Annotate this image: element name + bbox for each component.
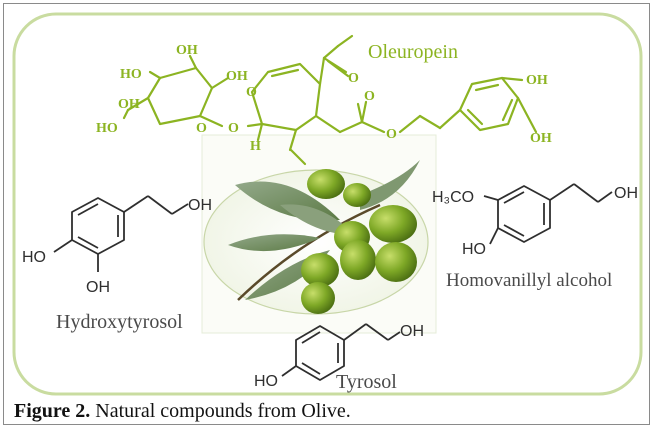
homovanillyl-name: Homovanillyl alcohol — [446, 270, 612, 291]
olive — [343, 183, 371, 207]
leaf — [360, 160, 420, 210]
homovanillyl-oh-label: OH — [614, 185, 638, 202]
oleuropein-oh-label: OH — [176, 43, 198, 58]
oleuropein-o-label: O — [364, 89, 375, 104]
homovanillyl-ho-label: HO — [462, 241, 486, 258]
hydroxytyrosol-structure — [53, 195, 189, 272]
olive — [340, 240, 376, 280]
oleuropein-name: Oleuropein — [368, 41, 458, 63]
hydroxytyrosol-name: Hydroxytyrosol — [56, 311, 183, 333]
caption-text: Natural compounds from Olive. — [90, 400, 351, 422]
oleuropein-h-label: H — [250, 139, 261, 154]
oleuropein-o-label: O — [228, 121, 239, 136]
olive — [375, 242, 417, 282]
oleuropein-ho-label: HO — [120, 67, 142, 82]
oleuropein-ho-label: HO — [96, 121, 118, 136]
hydroxytyrosol-oh-label: OH — [188, 197, 212, 214]
oleuropein-o-label: O — [196, 121, 207, 136]
tyrosol-oh-label: OH — [400, 323, 424, 340]
compounds-figure: OH HO OH OH HO O O O H O O O OH OH Oleur… — [12, 12, 643, 396]
oleuropein-oh-label: OH — [118, 97, 140, 112]
oleuropein-structure — [122, 34, 538, 166]
caption-label: Figure 2. — [14, 400, 91, 422]
tyrosol-structure — [281, 323, 401, 381]
tyrosol-name: Tyrosol — [336, 371, 397, 393]
oleuropein-o-label: O — [386, 127, 397, 142]
hydroxytyrosol-oh-label: OH — [86, 279, 110, 296]
olive — [301, 253, 339, 287]
oleuropein-o-label: O — [246, 85, 257, 100]
figure-caption: Figure 2. Natural compounds from Olive. — [14, 400, 351, 423]
olive — [307, 169, 345, 199]
olive — [301, 282, 335, 314]
oleuropein-o-label: O — [348, 71, 359, 86]
homovanillyl-structure — [483, 183, 613, 245]
leaf — [280, 204, 355, 235]
hydroxytyrosol-ho-label: HO — [22, 249, 46, 266]
olive-illustration — [201, 134, 437, 334]
olive — [369, 205, 417, 243]
oleuropein-oh-label: OH — [530, 131, 552, 146]
homovanillyl-h3co-label: H₃CO — [432, 189, 474, 206]
leaf — [228, 234, 320, 252]
oleuropein-oh-label: OH — [226, 69, 248, 84]
tyrosol-ho-label: HO — [254, 373, 278, 390]
rounded-border — [12, 12, 643, 396]
oleuropein-oh-label: OH — [526, 73, 548, 88]
